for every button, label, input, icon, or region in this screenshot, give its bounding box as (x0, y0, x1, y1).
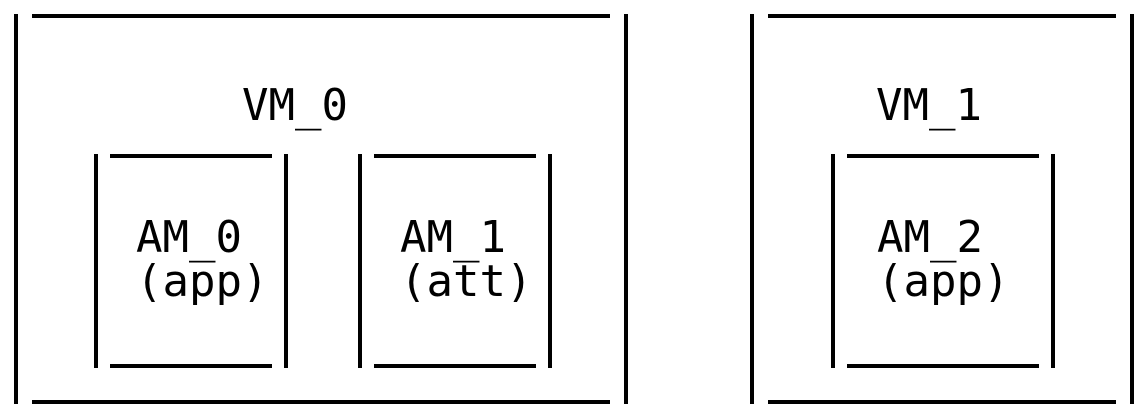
am-box-2-bottom-border (847, 364, 1039, 368)
vm-box-1: VM_1 AM_2 (app) (750, 14, 1134, 404)
am-label: AM_1 (400, 212, 506, 263)
vm-box-0-top-border (32, 14, 610, 18)
am-box-1-top-border (374, 154, 536, 158)
am-box-2-top-border (847, 154, 1039, 158)
vm-box-0: VM_0 AM_0 (app) AM_1 (att) (14, 14, 628, 404)
am-box-0-bottom-border (110, 364, 272, 368)
am-box-1-bottom-border (374, 364, 536, 368)
am-box-1: AM_1 (att) (358, 154, 552, 368)
vm-label: VM_0 (242, 80, 348, 131)
am-label: AM_2 (877, 212, 983, 263)
am-role: (app) (136, 256, 269, 307)
vm-box-1-bottom-border (768, 400, 1116, 404)
am-box-0-top-border (110, 154, 272, 158)
am-box-2: AM_2 (app) (831, 154, 1055, 368)
am-label: AM_0 (136, 212, 242, 263)
am-role: (att) (400, 256, 533, 307)
vm-box-0-bottom-border (32, 400, 610, 404)
vm-box-1-top-border (768, 14, 1116, 18)
am-box-0: AM_0 (app) (94, 154, 288, 368)
vm-label: VM_1 (876, 80, 982, 131)
am-role: (app) (877, 256, 1010, 307)
